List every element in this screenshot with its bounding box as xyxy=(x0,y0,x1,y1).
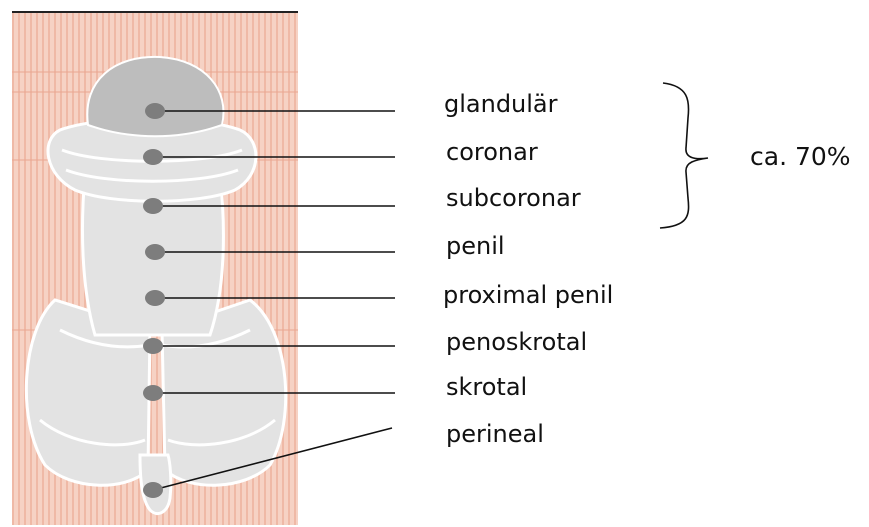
marker-dot-proximal-penil xyxy=(145,290,165,306)
anatomy-silhouette xyxy=(26,119,285,514)
marker-dot-penil xyxy=(145,244,165,260)
label-coronar: coronar xyxy=(446,140,538,164)
marker-dot-coronar xyxy=(143,149,163,165)
marker-dot-subcoronar xyxy=(143,198,163,214)
label-proximal-penil: proximal penil xyxy=(443,283,613,307)
label-glandular: glandulär xyxy=(444,92,558,116)
label-penil: penil xyxy=(446,234,505,258)
label-subcoronar: subcoronar xyxy=(446,186,581,210)
label-skrotal: skrotal xyxy=(446,375,527,399)
label-perineal: perineal xyxy=(446,422,544,446)
bracket-label: ca. 70% xyxy=(750,144,851,169)
label-penoskrotal: penoskrotal xyxy=(446,330,587,354)
marker-dot-skrotal xyxy=(143,385,163,401)
marker-dot-penoskrotal xyxy=(143,338,163,354)
marker-dot-perineal xyxy=(143,482,163,498)
marker-dot-glandular xyxy=(145,103,165,119)
bracket-brace xyxy=(660,83,708,228)
